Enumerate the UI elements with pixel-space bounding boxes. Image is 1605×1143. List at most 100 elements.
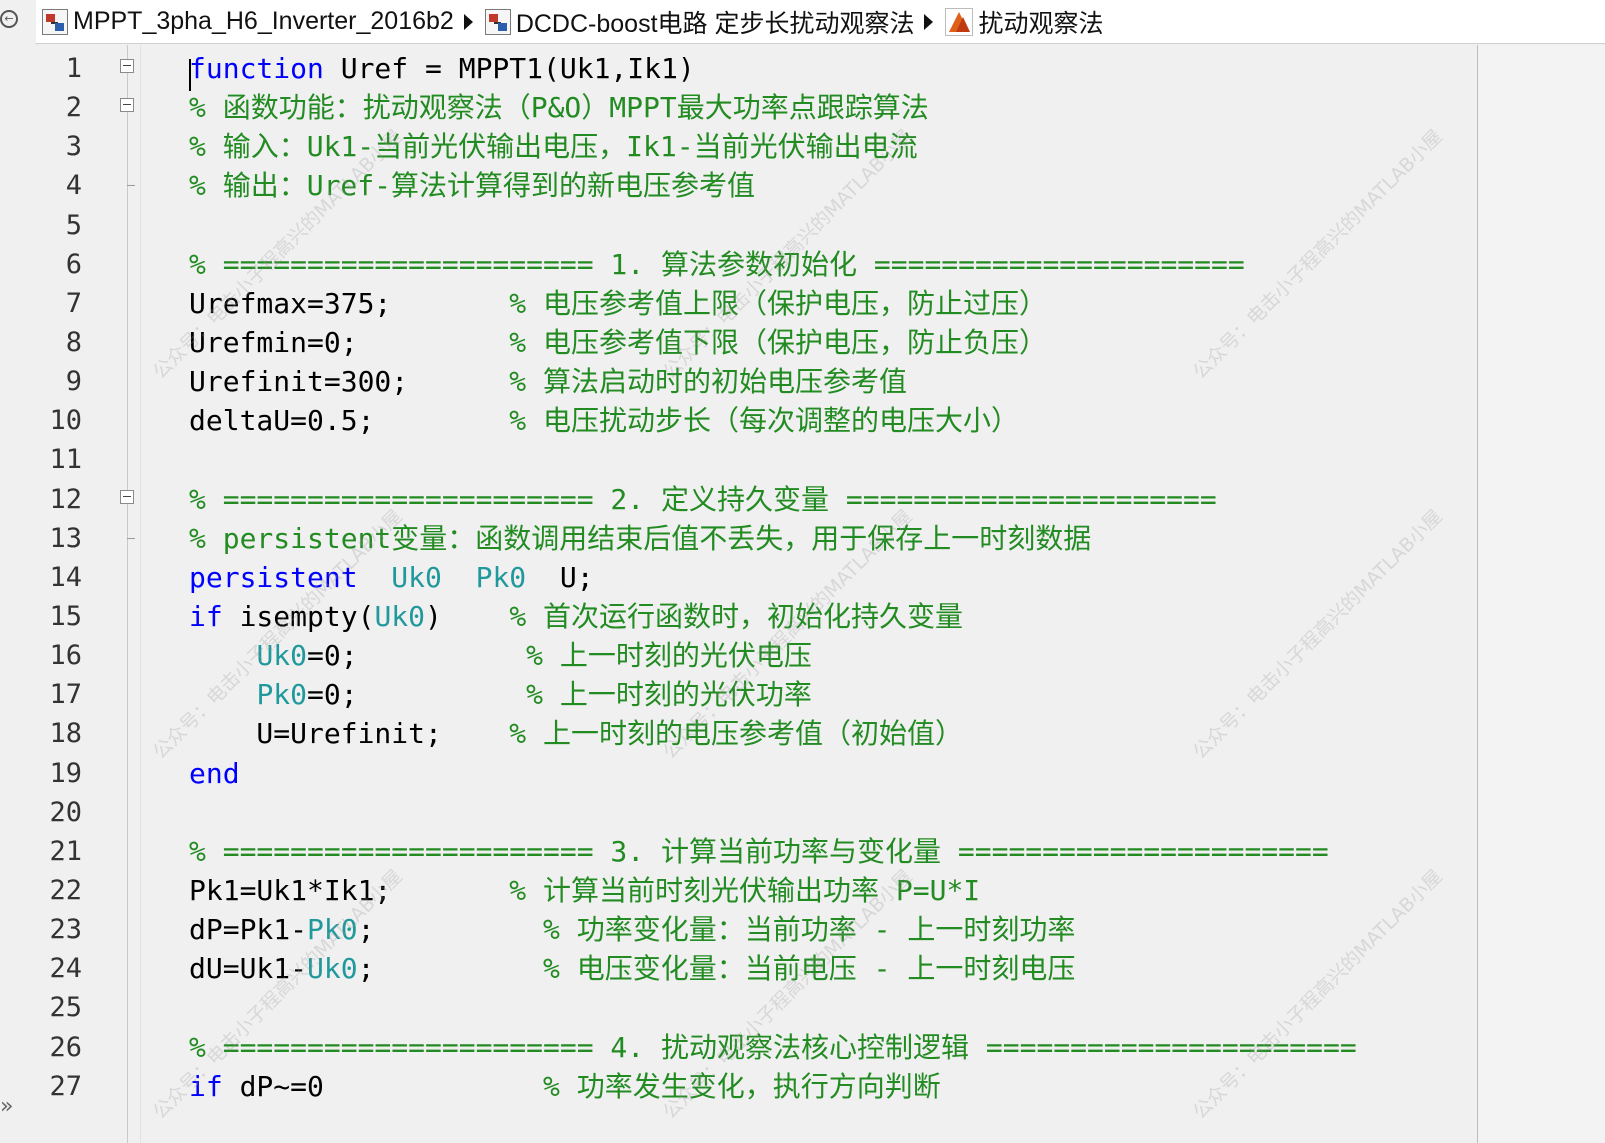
simulink-model-icon (42, 8, 68, 35)
code-line: 21 % ====================== 3. 计算当前功率与变化… (36, 832, 1477, 871)
line-number: 10 (49, 405, 82, 437)
code-segment (189, 678, 256, 711)
fold-collapse-icon[interactable] (120, 59, 134, 73)
breadcrumb-item-function[interactable]: 扰动观察法 (945, 4, 1103, 40)
persistent-variable: Uk0 (256, 639, 308, 673)
code-text[interactable]: if isempty(Uk0) % 首次运行函数时，初始化持久变量 (189, 597, 963, 636)
code-line: 1 function Uref = MPPT1(Uk1,Ik1) (36, 49, 1477, 91)
line-number: 1 (65, 53, 82, 84)
code-text[interactable]: Pk0=0; % 上一时刻的光伏功率 (189, 675, 811, 714)
code-text[interactable]: deltaU=0.5; % 电压扰动步长（每次调整的电压大小） (189, 401, 1019, 440)
code-text[interactable]: Uk0=0; % 上一时刻的光伏电压 (189, 636, 812, 675)
line-number: 5 (65, 209, 82, 241)
back-arrow-icon[interactable]: ← (0, 10, 18, 28)
code-segment: ; (357, 913, 375, 947)
breadcrumb-separator-icon (463, 13, 473, 30)
code-line: 26 % ====================== 4. 扰动观察法核心控制… (36, 1028, 1477, 1067)
simulink-subsystem-icon (484, 8, 511, 35)
comment-segment: % 算法启动时的初始电压参考值 (408, 365, 908, 399)
editor-right-pane (1478, 45, 1605, 1143)
code-line: 3 % 输入：Uk1-当前光伏输出电压，Ik1-当前光伏输出电流 (36, 127, 1477, 166)
comment-segment: % 电压变化量：当前电压 - 上一时刻电压 (374, 952, 1076, 986)
code-line: 9 Urefinit=300; % 算法启动时的初始电压参考值 (36, 362, 1477, 401)
code-line: 14 persistent Uk0 Pk0 U; (36, 558, 1477, 597)
code-segment: =0; (307, 678, 527, 712)
breadcrumb-item-subsystem[interactable]: DCDC-boost电路 定步长扰动观察法 (484, 4, 914, 40)
breadcrumb-label-model: MPPT_3pha_H6_Inverter_2016b2 (73, 7, 454, 35)
code-line: 20 (36, 793, 1477, 832)
comment-text[interactable]: % 输入：Uk1-当前光伏输出电压，Ik1-当前光伏输出电流 (189, 130, 918, 164)
code-line: 19 end (36, 754, 1477, 793)
line-number: 15 (49, 600, 82, 632)
fold-column-divider (140, 45, 141, 1143)
line-number: 24 (49, 953, 82, 985)
line-number: 21 (49, 835, 82, 867)
fold-collapse-icon[interactable] (120, 98, 134, 113)
persistent-variable: Pk0 (475, 560, 527, 594)
line-number: 26 (49, 1031, 82, 1063)
line-number: 11 (49, 444, 82, 476)
comment-text[interactable]: % ====================== 3. 计算当前功率与变化量 =… (189, 834, 1329, 868)
breadcrumb-separator-icon (924, 13, 934, 30)
keyword-if: if (189, 1069, 223, 1103)
line-number: 12 (49, 483, 82, 515)
code-segment (358, 561, 392, 594)
line-number: 22 (49, 874, 82, 906)
code-text[interactable]: Pk1=Uk1*Ik1; % 计算当前时刻光伏输出功率 P=U*I (189, 871, 980, 910)
line-number: 23 (49, 914, 82, 946)
comment-text[interactable]: % 输出：Uref-算法计算得到的新电压参考值 (189, 169, 756, 203)
code-line: 24 dU=Uk1-Uk0; % 电压变化量：当前电压 - 上一时刻电压 (36, 949, 1477, 988)
code-line: 6 % ====================== 1. 算法参数初始化 ==… (36, 245, 1477, 284)
code-line: 12 % ====================== 2. 定义持久变量 ==… (36, 480, 1477, 519)
comment-text[interactable]: % 函数功能：扰动观察法（P&O）MPPT最大功率点跟踪算法 (189, 91, 929, 125)
code-line: 13 % persistent变量：函数调用结束后值不丢失，用于保存上一时刻数据 (36, 519, 1477, 558)
code-segment: dU=Uk1- (189, 952, 308, 986)
code-text[interactable]: U=Urefinit; % 上一时刻的电压参考值（初始值） (189, 714, 963, 753)
code-line: 7 Urefmax=375; % 电压参考值上限（保护电压，防止过压） (36, 284, 1477, 323)
fold-end-marker (127, 519, 135, 539)
comment-text[interactable]: % ====================== 4. 扰动观察法核心控制逻辑 … (189, 1030, 1357, 1064)
line-number: 20 (49, 796, 82, 828)
comment-text[interactable]: % persistent变量：函数调用结束后值不丢失，用于保存上一时刻数据 (189, 521, 1092, 555)
keyword-function: function (189, 52, 324, 85)
code-text[interactable]: if dP~=0 % 功率发生变化，执行方向判断 (189, 1067, 941, 1106)
fold-collapse-icon[interactable] (120, 489, 134, 504)
expand-chevron-icon[interactable]: » (0, 1094, 14, 1119)
line-number: 14 (49, 561, 82, 593)
code-lines: 1 function Uref = MPPT1(Uk1,Ik1) 2 % 函数功… (36, 49, 1477, 1106)
line-number: 4 (65, 170, 82, 202)
code-segment: ; (357, 952, 375, 986)
line-number: 7 (65, 287, 82, 319)
code-segment: =0; (307, 639, 527, 673)
comment-text[interactable]: % ====================== 2. 定义持久变量 =====… (189, 482, 1217, 516)
comment-segment: % 上一时刻的光伏电压 (526, 639, 812, 673)
code-segment (442, 561, 476, 594)
code-segment: Urefmin=0; (189, 325, 358, 359)
comment-segment: % 功率变化量：当前功率 - 上一时刻功率 (374, 913, 1076, 947)
comment-segment: % 首次运行函数时，初始化持久变量 (509, 599, 964, 633)
persistent-variable: Pk0 (256, 678, 308, 712)
code-line: 18 U=Urefinit; % 上一时刻的电压参考值（初始值） (36, 714, 1477, 753)
code-text[interactable]: dU=Uk1-Uk0; % 电压变化量：当前电压 - 上一时刻电压 (189, 949, 1075, 988)
breadcrumb: MPPT_3pha_H6_Inverter_2016b2 DCDC-boost电… (36, 0, 1605, 44)
code-segment: U; (526, 560, 594, 594)
code-text[interactable]: persistent Uk0 Pk0 U; (189, 558, 594, 597)
code-text[interactable]: dP=Pk1-Pk0; % 功率变化量：当前功率 - 上一时刻功率 (189, 910, 1075, 949)
code-segment: U=Urefinit; (189, 717, 510, 751)
code-text[interactable]: function Uref = MPPT1(Uk1,Ik1) (189, 49, 695, 88)
comment-segment: % 电压扰动步长（每次调整的电压大小） (374, 404, 1020, 438)
code-text[interactable]: Urefinit=300; % 算法启动时的初始电压参考值 (189, 362, 907, 401)
code-segment: ) (425, 599, 510, 633)
line-number: 25 (49, 992, 82, 1024)
comment-text[interactable]: % ====================== 1. 算法参数初始化 ====… (189, 247, 1245, 281)
comment-segment: % 上一时刻的电压参考值（初始值） (509, 717, 964, 751)
code-line: 23 dP=Pk1-Pk0; % 功率变化量：当前功率 - 上一时刻功率 (36, 910, 1477, 949)
code-text[interactable]: Urefmin=0; % 电压参考值下限（保护电压，防止负压） (189, 323, 1047, 362)
breadcrumb-item-model[interactable]: MPPT_3pha_H6_Inverter_2016b2 (42, 7, 454, 36)
code-text[interactable]: Urefmax=375; % 电压参考值上限（保护电压，防止过压） (189, 284, 1047, 323)
code-editor[interactable]: 1 function Uref = MPPT1(Uk1,Ik1) 2 % 函数功… (36, 45, 1605, 1143)
keyword-persistent: persistent (189, 560, 358, 594)
persistent-variable: Uk0 (391, 560, 442, 594)
comment-segment: % 电压参考值下限（保护电压，防止负压） (357, 325, 1048, 359)
keyword-end[interactable]: end (189, 756, 240, 790)
